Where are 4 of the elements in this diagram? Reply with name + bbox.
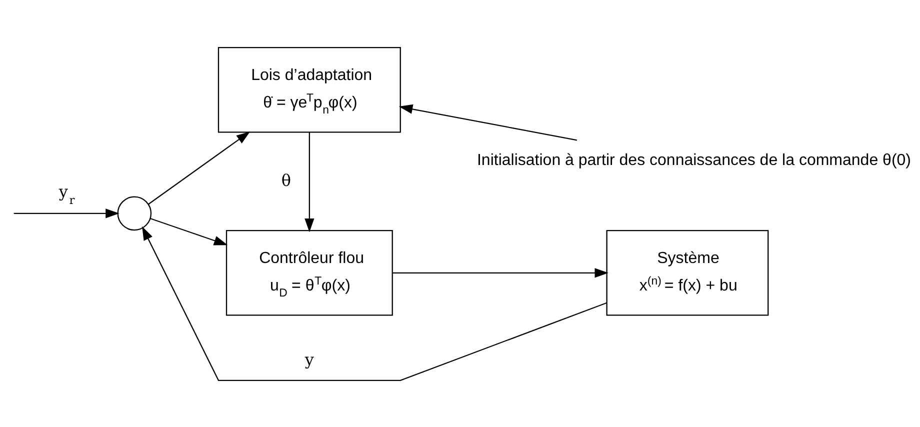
edge-label: θ	[281, 170, 292, 190]
edge-label: y$_{r}$	[58, 182, 75, 207]
edge-label: y	[304, 350, 314, 369]
node-text: Initialisation à partir des connaissances de la commande θ(0)	[476, 152, 912, 169]
